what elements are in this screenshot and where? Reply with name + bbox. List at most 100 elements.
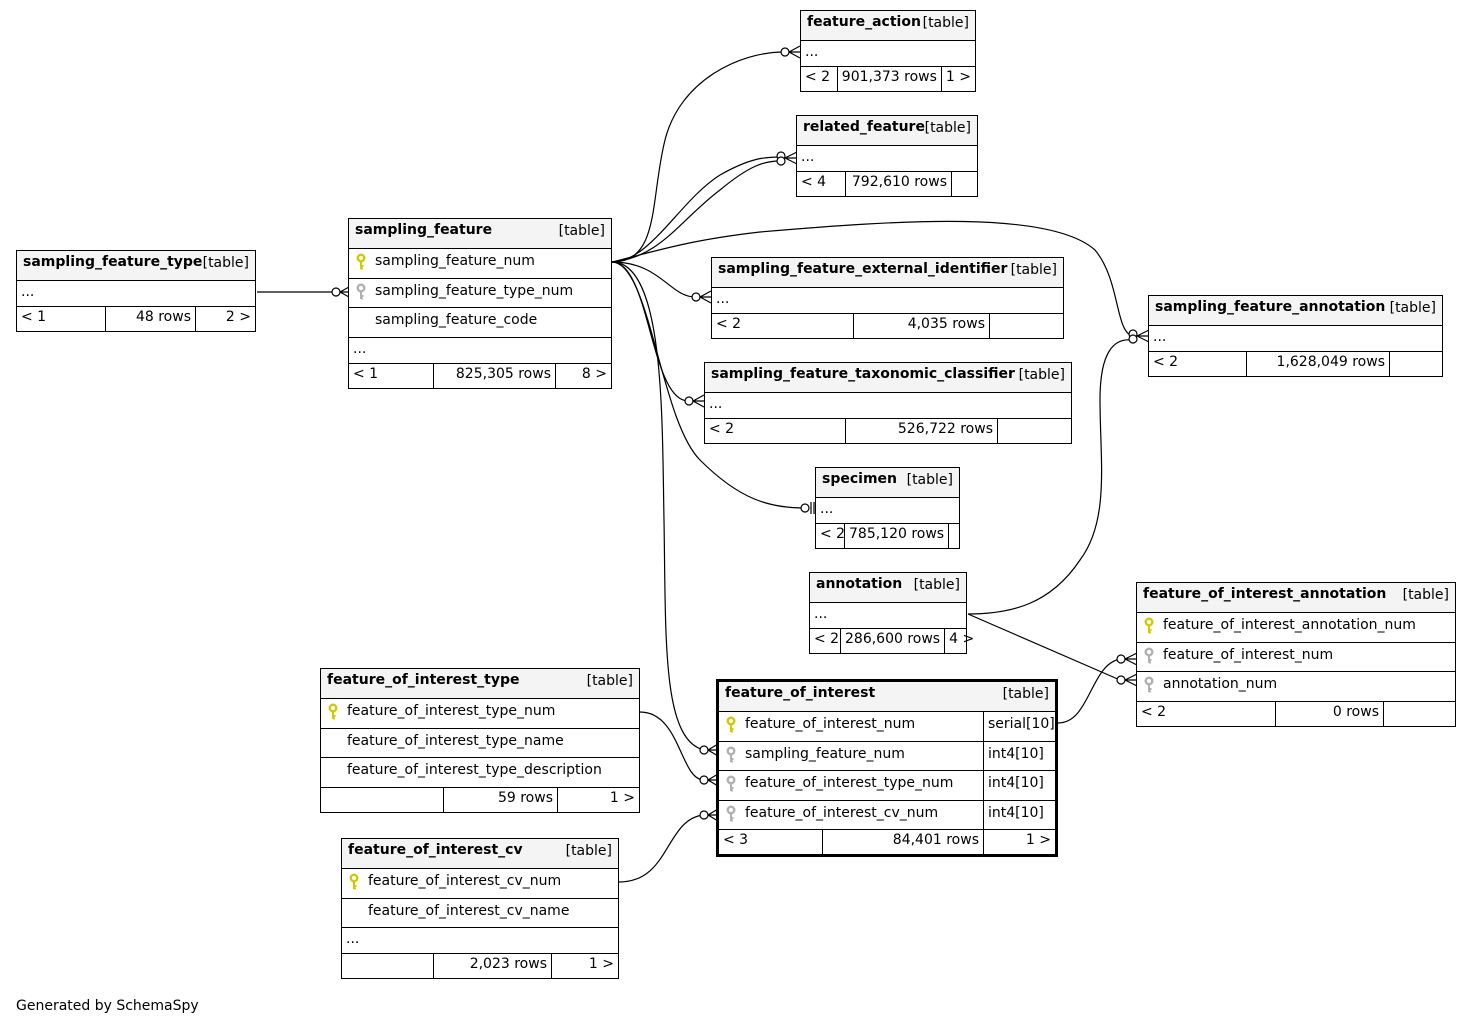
column-row[interactable]: sampling_feature_num [349,248,611,278]
table-header: sampling_feature_external_identifier [ta… [712,258,1063,287]
primary-key-icon [348,873,360,891]
table-footer: < 2 526,722 rows [705,418,1071,443]
table-sampling-feature-external-identifier[interactable]: sampling_feature_external_identifier [ta… [711,257,1064,339]
column-row[interactable]: feature_of_interest_type_num int4[10] [719,770,1055,800]
more-columns: ... [797,145,977,171]
table-sampling-feature[interactable]: sampling_feature [table] sampling_featur… [348,218,612,389]
children-link[interactable]: 2 > [195,307,255,331]
table-header: sampling_feature_annotation [table] [1149,296,1442,325]
children-link[interactable]: 1 > [557,787,639,812]
table-name: sampling_feature_external_identifier [718,261,1008,277]
table-sampling-feature-taxonomic-classifier[interactable]: sampling_feature_taxonomic_classifier [t… [704,362,1072,444]
primary-key-icon [725,716,737,734]
more-columns: ... [810,602,966,628]
primary-key-icon [327,703,339,721]
table-header: feature_action [table] [801,11,975,40]
children-link[interactable]: 1 > [551,954,618,978]
children-link[interactable] [997,419,1071,443]
table-header: related_feature [table] [797,116,977,145]
children-link[interactable] [948,524,959,548]
edge-end-circle [699,775,709,785]
primary-key-icon [1143,617,1155,635]
parents-link[interactable]: < 1 [353,365,379,382]
table-annotation[interactable]: annotation [table] ... < 2 286,600 rows … [809,572,974,654]
table-footer: < 2 901,373 rows 1 > [801,66,975,91]
parents-link[interactable]: < 2 [820,526,846,542]
column-row[interactable]: sampling_feature_num int4[10] [719,740,1055,770]
parents-link[interactable]: < 4 [801,174,827,190]
row-count: 526,722 rows [845,419,997,443]
row-count: 825,305 rows [433,363,555,388]
children-link[interactable]: 4 > [944,629,974,653]
edge-end-circle [776,156,786,166]
foreign-key-icon [725,805,737,823]
parents-link[interactable]: < 3 [723,832,749,848]
table-feature-of-interest-cv[interactable]: feature_of_interest_cv [table] feature_o… [341,838,619,979]
table-name: feature_of_interest_type [327,672,520,688]
table-sampling-feature-annotation[interactable]: sampling_feature_annotation [table] ... … [1148,295,1443,377]
column-row[interactable]: sampling_feature_type_num [349,277,611,308]
parents-link[interactable]: < 2 [709,421,735,437]
table-feature-action[interactable]: feature_action [table] ... < 2 901,373 r… [800,10,976,92]
edge-end-circle [691,292,701,302]
column-row[interactable]: feature_of_interest_num [1137,641,1455,672]
table-type: [table] [924,120,971,136]
table-feature-of-interest-annotation[interactable]: feature_of_interest_annotation [table] f… [1136,582,1456,727]
more-columns: ... [712,287,1063,313]
parents-link[interactable]: < 2 [1141,703,1167,720]
children-link[interactable] [1383,701,1455,726]
table-specimen[interactable]: specimen [table] ... < 2 785,120 rows [815,467,960,549]
edge-end-circle [684,396,694,406]
column-row[interactable]: feature_of_interest_type_description [321,757,639,787]
more-columns: ... [342,927,618,953]
table-sampling-feature-type[interactable]: sampling_feature_type [table] ... < 1 48… [16,250,256,332]
edge-feature-action [611,51,785,263]
table-type: [table] [586,673,633,689]
parents-link[interactable]: < 2 [1153,354,1179,370]
column-row[interactable]: feature_of_interest_num serial[10] [719,711,1055,741]
column-row[interactable]: feature_of_interest_type_num [321,698,639,728]
table-name: feature_of_interest_annotation [1143,586,1387,602]
row-count: 1,628,049 rows [1246,352,1389,376]
column-row[interactable]: feature_of_interest_cv_name [342,897,618,928]
table-related-feature[interactable]: related_feature [table] ... < 4 792,610 … [796,115,978,197]
parents-link[interactable]: < 2 [814,631,840,647]
parents-link[interactable]: < 1 [21,309,47,325]
column-datatype: int4[10] [983,800,1055,829]
edge-foi-cv [618,814,704,883]
foreign-key-icon [1143,676,1155,694]
column-row[interactable]: feature_of_interest_cv_num int4[10] [719,799,1055,829]
edge-related-feature-2 [611,160,781,263]
edge-end-circle [1116,654,1126,664]
row-count: 2,023 rows [433,954,551,978]
column-row[interactable]: annotation_num [1137,671,1455,701]
column-row[interactable]: feature_of_interest_annotation_num [1137,612,1455,642]
parents-link[interactable] [321,788,443,812]
more-columns: ... [349,336,611,363]
table-name: feature_action [807,14,921,30]
parents-link[interactable] [342,954,433,978]
column-row[interactable]: sampling_feature_code [349,307,611,337]
parents-link[interactable]: < 2 [716,316,742,332]
children-link[interactable]: 1 > [983,830,1055,854]
children-link[interactable] [989,314,1063,338]
table-type: [table] [1402,587,1449,603]
parents-link[interactable]: < 2 [805,69,831,85]
crows-foot [788,45,801,59]
children-link[interactable]: 1 > [940,67,975,91]
children-link[interactable] [1389,352,1442,376]
table-type: [table] [565,843,612,859]
edge-sf-taxonomic [611,261,689,402]
table-feature-of-interest[interactable]: feature_of_interest [table] feature_of_i… [716,679,1058,857]
edge-sf-external-id [611,261,696,298]
table-feature-of-interest-type[interactable]: feature_of_interest_type [table] feature… [320,668,640,813]
children-link[interactable] [951,172,977,196]
column-row[interactable]: feature_of_interest_cv_num [342,868,618,898]
table-name: sampling_feature [355,222,493,238]
edge-end-circle [1116,675,1126,685]
column-row[interactable]: feature_of_interest_type_name [321,727,639,758]
column-name: feature_of_interest_annotation_num [1163,617,1416,633]
table-footer: < 4 792,610 rows [797,171,977,196]
children-link[interactable]: 8 > [555,363,611,388]
table-name: specimen [822,471,897,487]
